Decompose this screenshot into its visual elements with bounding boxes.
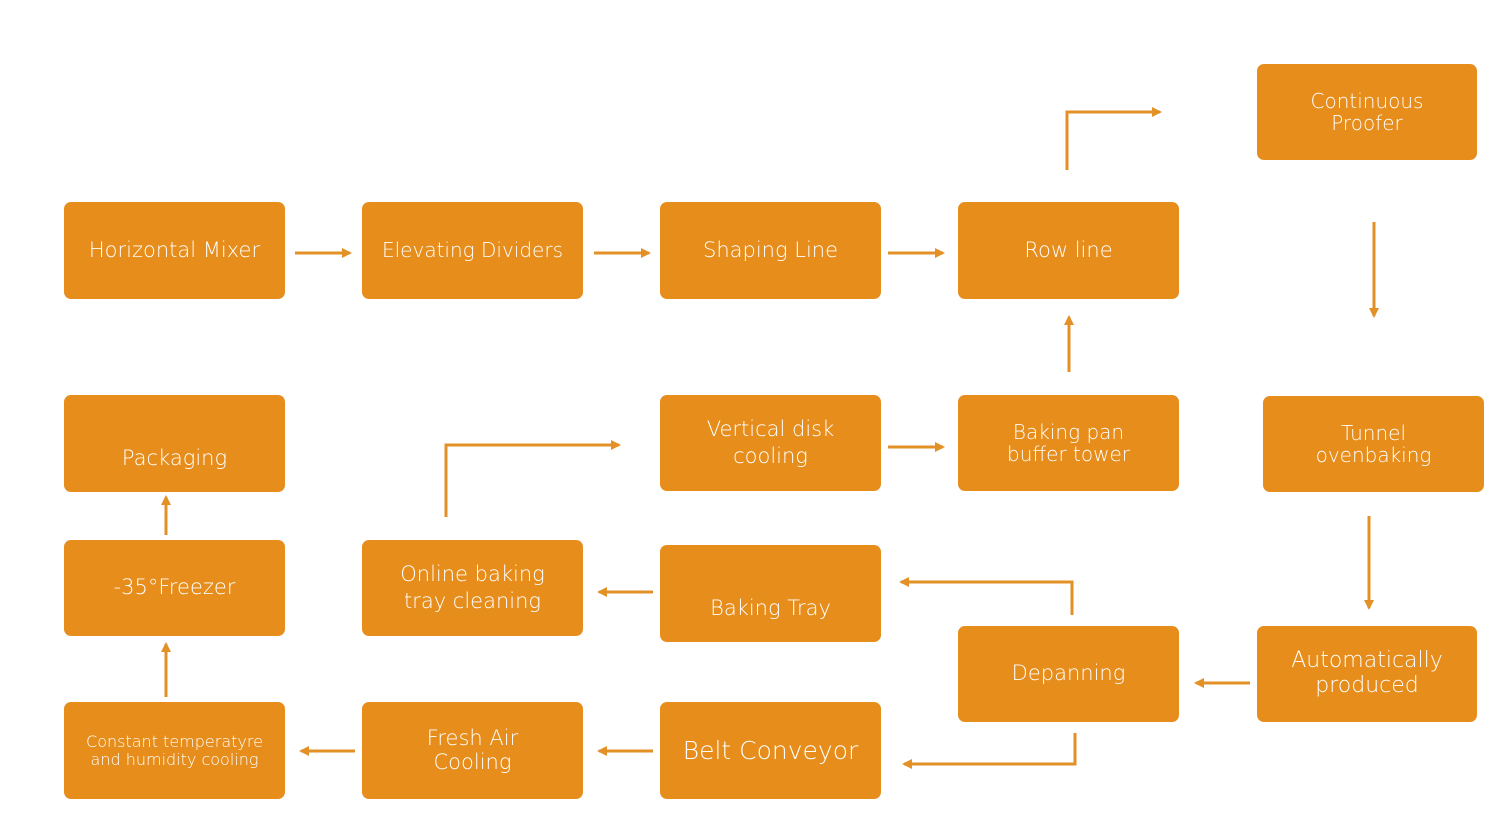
node-vertical-disk-cooling: Vertical disk cooling: [660, 395, 881, 491]
node-horizontal-mixer: Horizontal Mixer: [64, 202, 285, 299]
arrow-depanning-to-bakingtray: [899, 577, 1074, 615]
node-shaping-line: Shaping Line: [660, 202, 881, 299]
node-row-line: Row line: [958, 202, 1179, 299]
arrow-rowline-to-proofer: [1065, 107, 1162, 170]
node-online-baking-tray-cleaning: Online baking tray cleaning: [362, 540, 583, 636]
node-fresh-air-cooling: Fresh Air Cooling: [362, 702, 583, 799]
node-constant-temperature-humidity-cooling: Constant temperatyre and humidity coolin…: [64, 702, 285, 799]
node-freezer: -35°Freezer: [64, 540, 285, 636]
arrow-depanning-to-belt: [902, 733, 1077, 769]
node-continuous-proofer: Continuous Proofer: [1257, 64, 1477, 160]
arrow-cleaning-to-diskcooling: [444, 440, 621, 517]
node-elevating-dividers: Elevating Dividers: [362, 202, 583, 299]
node-tunnel-oven-baking: Tunnel ovenbaking: [1263, 396, 1484, 492]
node-packaging: Packaging: [64, 395, 285, 492]
node-belt-conveyor: Belt Conveyor: [660, 702, 881, 799]
node-automatically-produced: Automatically produced: [1257, 626, 1477, 722]
node-depanning: Depanning: [958, 626, 1179, 722]
node-baking-pan-buffer-tower: Baking pan buffer tower: [958, 395, 1179, 491]
node-baking-tray: Baking Tray: [660, 545, 881, 642]
